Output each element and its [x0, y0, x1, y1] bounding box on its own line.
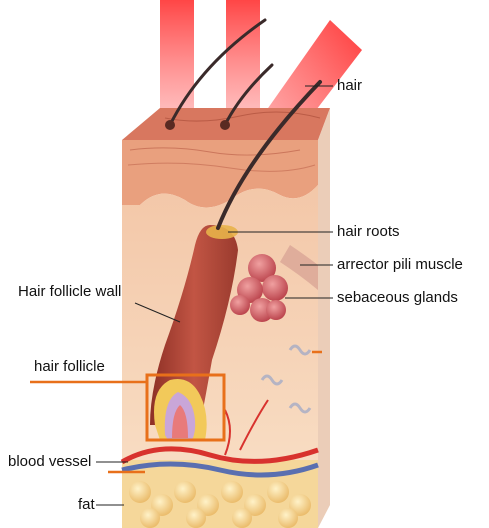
label-hair-follicle: hair follicle — [34, 358, 105, 375]
label-hair: hair — [337, 77, 363, 94]
follicle-highlight — [30, 350, 322, 474]
hair-shafts — [168, 18, 322, 230]
label-fat: fat — [78, 496, 95, 513]
arrector-pili-muscle-shape — [280, 245, 318, 290]
hair-bulb — [154, 379, 207, 440]
label-sebaceous-glands: sebaceous glands — [337, 289, 458, 306]
fat-cells — [129, 481, 311, 528]
blood-vessels — [120, 399, 319, 478]
label-hair-follicle-wall: Hair follicle wall — [18, 283, 122, 300]
sebaceous-gland-cluster — [230, 254, 288, 322]
label-arrector-pili-muscle: arrector pili muscle — [337, 256, 463, 273]
label-blood-vessel: blood vessel — [8, 453, 92, 470]
label-hair-roots: hair roots — [337, 223, 400, 240]
dermis-squiggles — [260, 344, 312, 414]
leader-lines — [96, 85, 333, 506]
